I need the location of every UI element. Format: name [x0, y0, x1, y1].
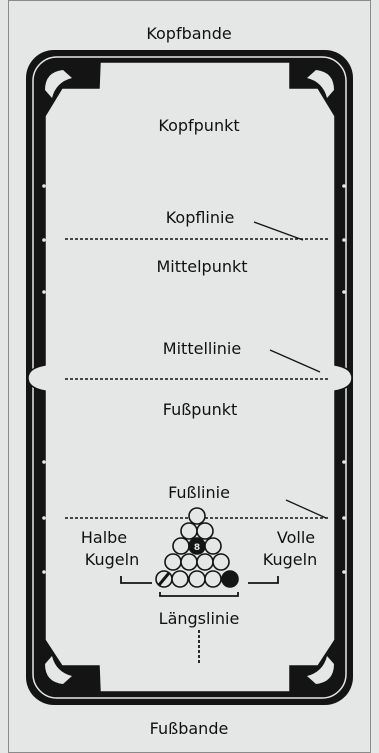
head-string-pointer [253, 221, 304, 241]
head-spot-label: Kopfpunkt [158, 116, 239, 135]
center-string-pointer [269, 349, 321, 373]
ball-rack: 8 [155, 507, 239, 588]
ball [171, 570, 189, 588]
ball [196, 553, 214, 571]
ball [204, 537, 222, 555]
ball [180, 553, 198, 571]
solids-label-line2: Kugeln [263, 550, 317, 569]
ball [212, 553, 230, 571]
foot-rail-label: Fußbande [150, 719, 229, 738]
eight-ball-label: 8 [194, 543, 200, 553]
ball [204, 570, 222, 588]
stripes-label-line2: Kugeln [85, 550, 139, 569]
long-string-bracket [159, 592, 239, 597]
pocket-bottom-right [307, 656, 334, 684]
stripe-mark [157, 572, 171, 586]
foot-spot-label: Fußpunkt [163, 400, 238, 419]
rack-row-3 [172, 537, 222, 555]
head-rail-label: Kopfbande [146, 24, 231, 43]
head-string-label: Kopflinie [166, 208, 235, 227]
stripes-bracket [120, 576, 152, 584]
pocket-top-right [307, 70, 334, 98]
long-string-label: Längslinie [159, 609, 240, 628]
foot-string-pointer [285, 499, 327, 519]
rack-row-2 [180, 522, 214, 540]
rail-diamonds [42, 73, 346, 690]
ball [164, 553, 182, 571]
center-string-label: Mittellinie [163, 339, 241, 358]
ball [196, 522, 214, 540]
ball [188, 507, 206, 525]
pocket-bottom-left [45, 656, 72, 684]
rack-row-5 [155, 570, 239, 588]
pocket-top-left [45, 70, 72, 98]
ball [180, 522, 198, 540]
center-spot-label: Mittelpunkt [156, 257, 247, 276]
solids-label-line1: Volle [277, 528, 315, 547]
ball [172, 537, 190, 555]
solids-bracket [248, 576, 279, 584]
rack-row-4 [164, 553, 230, 571]
foot-string-label: Fußlinie [168, 483, 230, 502]
stripes-label-line1: Halbe [81, 528, 127, 547]
rack-row-1 [188, 507, 206, 525]
ball [188, 570, 206, 588]
solid-corner-ball [221, 570, 239, 588]
table-cloth [27, 61, 353, 693]
